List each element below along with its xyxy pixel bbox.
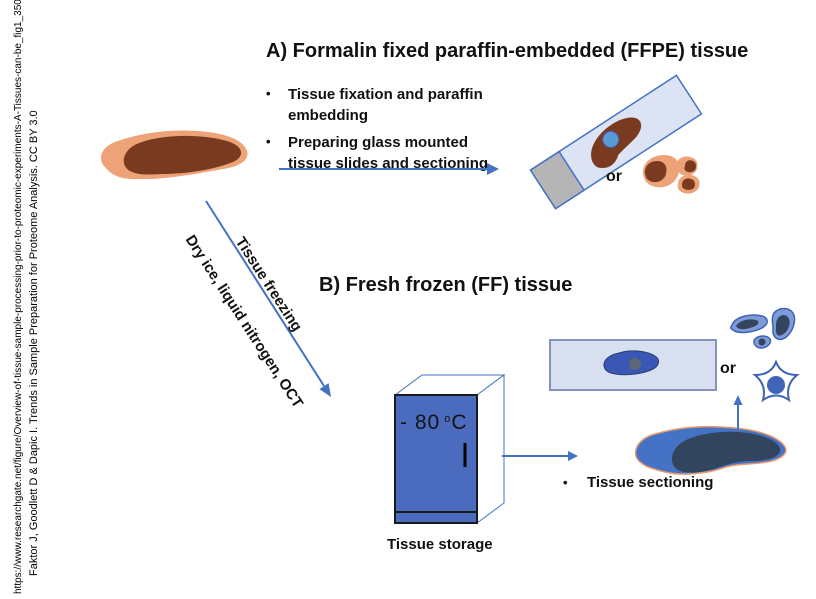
temp-degree-symbol: o [444, 413, 452, 425]
cell-core [775, 315, 790, 336]
frozen-tissue-illustration [634, 425, 787, 475]
frozen-tissue-inner [671, 431, 781, 473]
freezer-output-arrow [502, 451, 578, 461]
bullet-fixation-text: Tissue fixation and paraffin embedding [288, 86, 483, 125]
slide-frosted-end [529, 150, 586, 210]
or-label-a: or [606, 168, 622, 185]
bullet-dot: • [563, 475, 568, 490]
bullet-dot: • [266, 133, 271, 149]
tissue-sectioning-bullet: • Tissue sectioning [563, 474, 713, 491]
tissue-nucleus-dot [629, 358, 641, 370]
bullet-dot: • [266, 86, 271, 101]
tissue-piece-core [644, 161, 667, 183]
cell-core [758, 338, 766, 346]
cell-nucleus [767, 376, 785, 394]
cells-cluster-illustration [729, 307, 796, 349]
source-url: https://www.researchgate.net/figure/Over… [13, 0, 24, 594]
freezer-illustration [393, 374, 506, 524]
single-cell-illustration [752, 360, 800, 403]
arrow-head [568, 451, 578, 461]
tissue-piece-core [684, 160, 697, 173]
ffpe-arrow [279, 163, 499, 175]
bullet-slides-text: Preparing glass mounted tissue slides an… [288, 133, 489, 172]
tissue-piece-core [682, 178, 695, 190]
or-label-b: or [720, 360, 736, 377]
tissue-inner-shape [123, 135, 242, 175]
freezing-arrow [205, 200, 331, 397]
temp-unit: C [451, 411, 468, 434]
section-a-bullet-list: • Tissue fixation and paraffin embedding… [266, 84, 490, 179]
tissue-sectioning-text: Tissue sectioning [587, 474, 714, 491]
cells-up-arrow [733, 395, 743, 430]
arrow-head [319, 383, 331, 397]
temp-value: - 80 [400, 411, 441, 434]
freezer-door [394, 394, 478, 524]
tissue-storage-label: Tissue storage [387, 536, 493, 553]
tissue-pieces-illustration [642, 155, 700, 194]
bullet-fixation: • Tissue fixation and paraffin embedding [266, 84, 490, 127]
tissue-sample-illustration [101, 130, 248, 180]
arrow-head [487, 163, 499, 175]
tissue-nucleus-dot [602, 130, 620, 148]
bullet-slides: • Preparing glass mounted tissue slides … [266, 132, 490, 175]
glass-slide-ffpe [529, 74, 703, 210]
cell-core [736, 319, 759, 330]
citation-text: Faktor J, Goodlett D & Dapic I. Trends i… [28, 110, 40, 576]
section-b-title: B) Fresh frozen (FF) tissue [319, 274, 573, 296]
section-a-title: A) Formalin fixed paraffin-embedded (FFP… [266, 40, 749, 62]
slide-glass [549, 339, 717, 391]
glass-slide-ff [549, 339, 717, 391]
arrow-head [733, 395, 743, 405]
